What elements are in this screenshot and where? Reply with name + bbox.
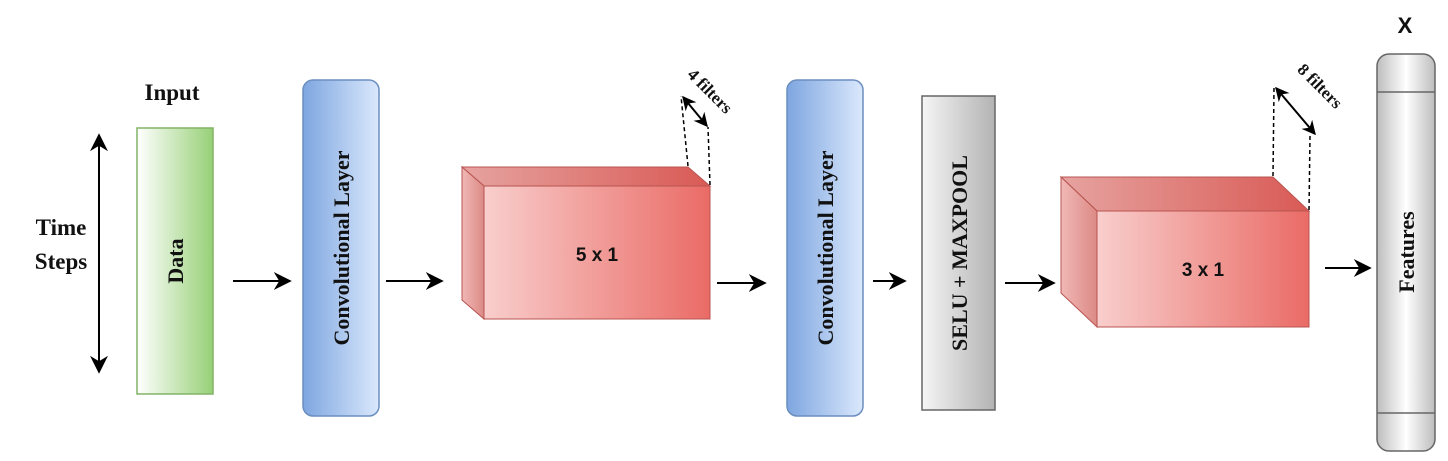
tensor-block-2-label: 3 x 1: [1182, 260, 1225, 281]
conv-layer-1: [302, 79, 380, 417]
tensor-block-1: [460, 165, 712, 321]
filters-2-label: 8 filters: [1294, 60, 1347, 113]
filters-1-dash-left: [680, 95, 689, 167]
tensor-block-1-label: 5 x 1: [576, 245, 619, 266]
conv-layer-2: [786, 79, 864, 417]
filters-2-dash-left: [1272, 87, 1275, 177]
filters-1-label: 4 filters: [684, 65, 737, 118]
selu-maxpool-block: [921, 95, 996, 411]
data-block: [136, 127, 214, 395]
time-steps-label-line1: Time: [36, 215, 87, 240]
time-steps-label-line2: Steps: [35, 249, 87, 274]
selu-maxpool-label: SELU + MAXPOOL: [947, 155, 972, 351]
features-label: Features: [1394, 211, 1419, 293]
filters-2-dash-right: [1308, 135, 1311, 211]
features-block: [1376, 53, 1436, 452]
output-x-label: X: [1398, 13, 1413, 38]
tensor-block-2: [1059, 175, 1311, 329]
filters-1-arrow: [682, 95, 708, 128]
filters-2-arrow: [1275, 86, 1316, 136]
conv-layer-2-label: Convolutional Layer: [813, 150, 838, 345]
input-label: Input: [145, 80, 200, 105]
filters-1-dash-right: [707, 126, 711, 186]
conv-layer-1-label: Convolutional Layer: [329, 150, 354, 345]
data-label: Data: [163, 238, 188, 283]
